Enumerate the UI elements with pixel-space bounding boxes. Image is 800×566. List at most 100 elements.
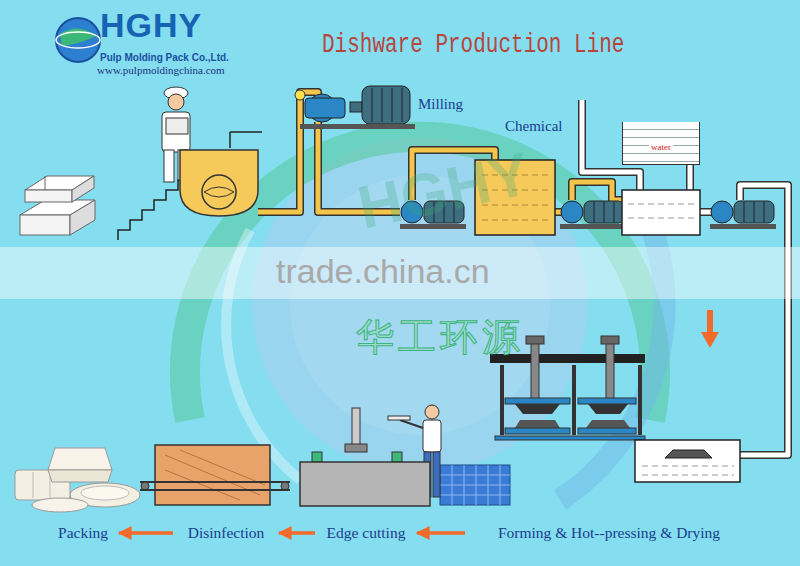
pulper-tank [180, 132, 262, 216]
mill-machine [402, 88, 403, 122]
watermark-band [0, 247, 800, 299]
mill-machine [372, 88, 373, 122]
pipes [700, 208, 711, 216]
process-step: Disinfection [176, 522, 276, 544]
press-machine [515, 420, 560, 428]
operator-figure [388, 416, 410, 420]
finished-products [15, 448, 140, 512]
pump [584, 201, 624, 223]
part-name: Chemical [505, 118, 562, 135]
pump [710, 201, 776, 229]
finished-products [81, 486, 129, 500]
pump [744, 202, 745, 222]
node-text: Disinfection [188, 524, 265, 542]
edge-cutting-machine [345, 444, 367, 452]
press-machine [531, 340, 539, 400]
mill-machine [305, 98, 345, 118]
mill-machine [382, 88, 383, 122]
finished-products [48, 470, 112, 482]
forming-tank [635, 440, 740, 482]
mill-machine [392, 88, 393, 122]
finished-products [33, 472, 34, 498]
press-machine [586, 420, 630, 428]
pipes [688, 165, 693, 190]
board-stack [20, 215, 70, 235]
pump [594, 202, 595, 222]
mill-machine [362, 86, 410, 124]
pulper-tank [204, 187, 234, 197]
edge-cutting-machine [392, 452, 402, 462]
mixing-tank [622, 190, 700, 235]
water-tank: water [622, 122, 700, 165]
operator-figure [425, 405, 439, 419]
logo-globe [56, 32, 100, 48]
pulper-tank [229, 132, 231, 148]
board-stack [20, 176, 95, 235]
press-machine [578, 398, 636, 404]
node-text: Packing [58, 524, 108, 542]
flow-arrow [701, 332, 719, 348]
company-logo: HGHY [100, 6, 202, 45]
pump [711, 201, 733, 223]
part-name: Milling [418, 96, 463, 113]
crate [440, 465, 510, 505]
press-machine [572, 365, 576, 435]
press-machine [505, 428, 570, 434]
flow-arrow [279, 531, 315, 535]
pump [754, 202, 755, 222]
process-step: Packing [50, 522, 116, 544]
board-stack [70, 200, 95, 235]
press-machine [526, 336, 544, 344]
press-machine [638, 365, 642, 435]
pump [614, 202, 615, 222]
mill-machine [350, 102, 362, 112]
pump [604, 202, 605, 222]
logo-globe [56, 18, 100, 62]
flow-arrow [119, 531, 173, 535]
pump [560, 201, 626, 229]
stairs [118, 180, 190, 240]
flow-arrow [417, 531, 465, 535]
disinfection-tunnel [165, 450, 265, 500]
pulper-tank [180, 150, 258, 216]
press-machine [588, 404, 628, 414]
process-step: Edge cutting [318, 522, 414, 544]
press-machine [578, 428, 636, 434]
crate [440, 465, 510, 505]
press-machine [606, 340, 614, 400]
website-url: www.pulpmoldingchina.com [97, 64, 225, 76]
worker-figure [164, 150, 174, 182]
pipes [572, 182, 622, 200]
forming-tank [635, 440, 740, 482]
mixing-tank [628, 218, 694, 219]
press-machine [601, 336, 619, 344]
pump [561, 201, 583, 223]
logo-globe [60, 28, 96, 46]
operator-figure [433, 452, 440, 497]
worker-figure [168, 94, 184, 110]
mixing-tank [622, 190, 700, 235]
company-name: Pulp Molding Pack Co.,Ltd. [100, 52, 229, 63]
node-text: water [649, 142, 673, 152]
node-text: Forming & Hot--pressing & Drying [498, 524, 720, 542]
disinfection-tunnel [140, 489, 290, 491]
press-machine [495, 436, 645, 440]
disinfection-tunnel [155, 445, 270, 505]
worker-figure [166, 118, 188, 134]
pipes [686, 165, 694, 190]
finished-products [48, 448, 112, 470]
watermark: trade.china.cn [276, 252, 490, 291]
board-stack [25, 190, 72, 202]
watermark-band [0, 247, 800, 299]
diagram-title: Dishware Production Line [322, 30, 624, 60]
forming-tank [642, 475, 734, 476]
board-stack [72, 176, 94, 202]
disinfection-tunnel [281, 482, 289, 490]
process-step: Forming & Hot--pressing & Drying [468, 522, 750, 544]
pipes [295, 90, 305, 100]
logo-globe [56, 18, 100, 62]
disinfection-tunnel [141, 482, 149, 490]
